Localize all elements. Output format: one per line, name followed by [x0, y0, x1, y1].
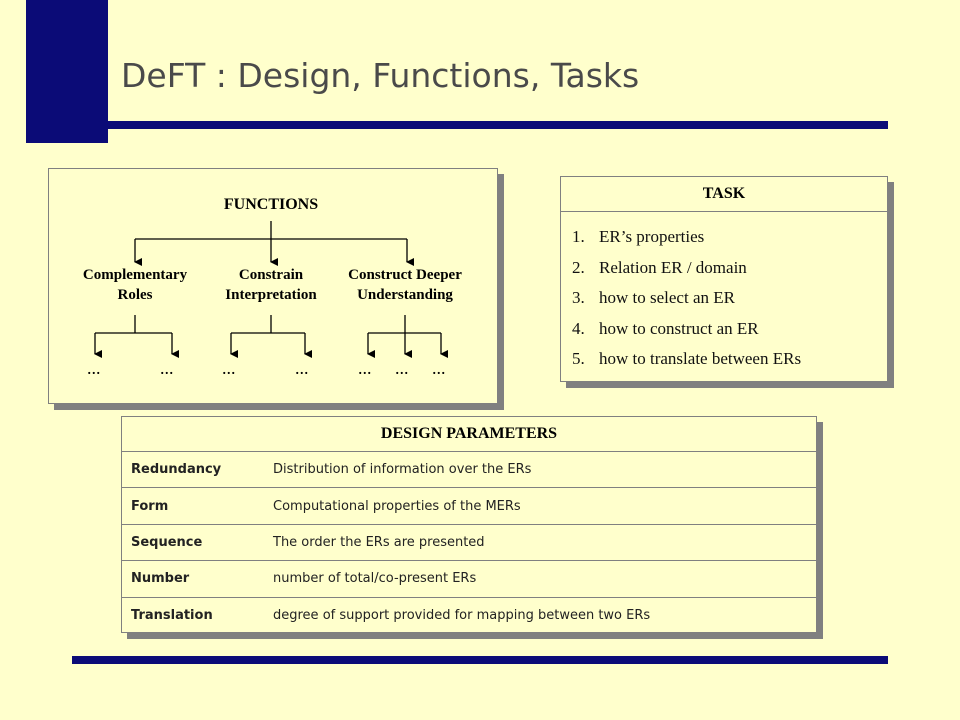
table-row: Number number of total/co-present ERs [122, 561, 816, 598]
function-node-construct-deeper-understanding: Construct Deeper Understanding [329, 265, 481, 305]
task-item-number: 3. [572, 288, 585, 307]
table-row: Translation degree of support provided f… [122, 598, 816, 634]
task-item-number: 4. [572, 318, 585, 338]
title-underline-bar [26, 121, 888, 129]
parameter-name: Number [131, 571, 190, 587]
design-parameters-title: DESIGN PARAMETERS [122, 417, 816, 452]
functions-tree-connectors [94, 221, 448, 358]
decorative-square [26, 0, 108, 143]
parameter-name: Translation [131, 608, 213, 624]
task-item-text: how to select an ER [599, 288, 735, 307]
function-node-complementary-roles: Complementary Roles [61, 265, 209, 305]
function-node-label-line: Constrain [238, 267, 304, 283]
function-leaf-ellipsis: ... [395, 358, 409, 378]
functions-box: FUNCTIONS Complementary Roles Constrain … [48, 168, 498, 404]
table-row: Sequence The order the ERs are presented [122, 525, 816, 562]
function-leaf-ellipsis: ... [222, 358, 236, 378]
function-leaf-ellipsis: ... [358, 358, 372, 378]
bottom-accent-bar [72, 656, 888, 664]
parameter-description: number of total/co-present ERs [273, 571, 477, 587]
function-node-label-line: Understanding [357, 287, 453, 303]
function-leaf-ellipsis: ... [295, 358, 309, 378]
function-leaf-ellipsis: ... [160, 358, 174, 378]
task-item: 5. how to translate between ERs [572, 344, 887, 375]
task-item-number: 1. [572, 227, 585, 246]
function-node-label-line: Interpretation [225, 287, 317, 303]
task-box: TASK 1. ER’s properties 2. Relation ER / d… [560, 176, 888, 382]
table-row: Form Computational properties of the MER… [122, 488, 816, 525]
task-item-text: Relation ER / domain [599, 257, 747, 277]
task-item: 3. how to select an ER [572, 283, 887, 314]
task-title: TASK [561, 177, 887, 212]
page-title: DeFT : Design, Functions, Tasks [121, 56, 640, 95]
table-row: Redundancy Distribution of information o… [122, 452, 816, 489]
task-item: 4. how to construct an ER [572, 314, 887, 345]
parameter-name: Redundancy [131, 462, 222, 478]
task-item: 1. ER’s properties [572, 222, 887, 253]
function-node-constrain-interpretation: Constrain Interpretation [197, 265, 345, 305]
parameter-description: Computational properties of the MERs [273, 498, 521, 514]
function-node-label-line: Construct Deeper [348, 267, 462, 283]
task-item-text: how to construct an ER [599, 318, 759, 338]
parameter-description: degree of support provided for mapping b… [273, 608, 651, 624]
task-item-text: ER’s properties [599, 227, 705, 246]
parameter-description: Distribution of information over the ERs [273, 462, 532, 478]
task-list: 1. ER’s properties 2. Relation ER / domain… [561, 212, 887, 375]
task-item-number: 2. [572, 257, 585, 277]
task-item-text: how to translate between ERs [599, 349, 802, 368]
design-parameters-box: DESIGN PARAMETERS Redundancy Distributio… [121, 416, 817, 633]
task-item: 2. Relation ER / domain [572, 253, 887, 284]
function-node-label-line: Complementary [82, 267, 188, 283]
parameter-name: Sequence [131, 534, 203, 550]
function-node-label-line: Roles [117, 287, 153, 303]
task-item-number: 5. [572, 349, 585, 368]
function-leaf-ellipsis: ... [87, 358, 101, 378]
parameter-description: The order the ERs are presented [273, 534, 485, 550]
functions-title: FUNCTIONS [223, 196, 319, 213]
parameter-name: Form [131, 498, 169, 514]
function-leaf-ellipsis: ... [432, 358, 446, 378]
